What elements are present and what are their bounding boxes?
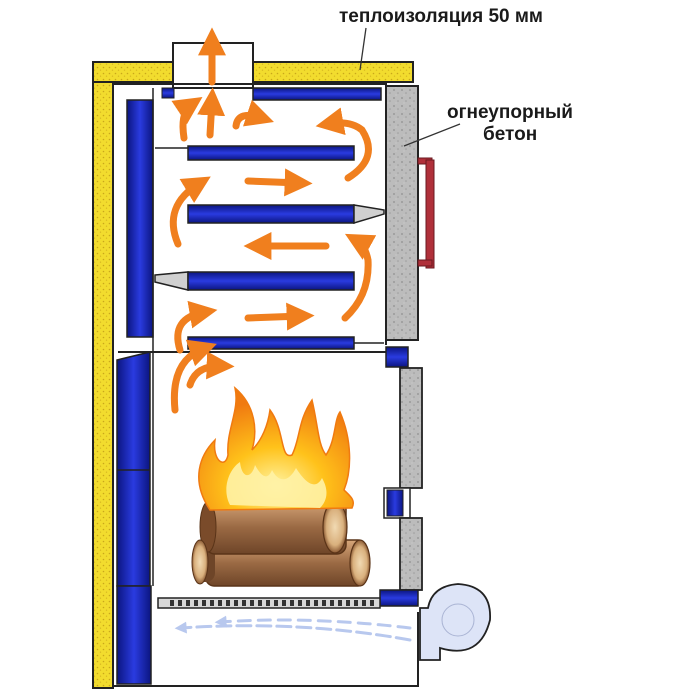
refractory-label-line1: огнеупорный bbox=[447, 102, 573, 123]
grate-bar bbox=[282, 600, 286, 606]
grate-bar bbox=[226, 600, 230, 606]
door-handle-icon[interactable] bbox=[417, 157, 435, 269]
grate-bar bbox=[306, 600, 310, 606]
grate-bar bbox=[370, 600, 374, 606]
grate-bar bbox=[338, 600, 342, 606]
baffle bbox=[187, 336, 384, 350]
heat-exchanger-baffles bbox=[154, 145, 385, 350]
air-flow-arrows bbox=[174, 615, 412, 642]
refractory-label-line2: бетон bbox=[483, 124, 538, 145]
grate-bar bbox=[274, 600, 278, 606]
ash-door[interactable] bbox=[379, 517, 423, 607]
baffle bbox=[155, 145, 355, 161]
grate-bar bbox=[218, 600, 222, 606]
grate-bar bbox=[354, 600, 358, 606]
grate-bar bbox=[186, 600, 190, 606]
grate-bar bbox=[178, 600, 182, 606]
grate-bar bbox=[170, 600, 174, 606]
water-jacket-left bbox=[116, 88, 154, 685]
fire-grate bbox=[157, 597, 381, 609]
grate-bar bbox=[202, 600, 206, 606]
grate-bar bbox=[242, 600, 246, 606]
grate-bar bbox=[266, 600, 270, 606]
label-leader-lines bbox=[359, 27, 461, 147]
grate-bar bbox=[330, 600, 334, 606]
baffle bbox=[187, 204, 385, 225]
grate-bar bbox=[234, 600, 238, 606]
blower-fan-icon bbox=[419, 583, 491, 661]
firewood-logs-icon bbox=[191, 499, 371, 587]
hot-gas-flow-arrows bbox=[169, 27, 377, 414]
baffle bbox=[154, 271, 355, 291]
refractory-concrete-panel bbox=[385, 85, 419, 341]
grate-bar bbox=[258, 600, 262, 606]
grate-bar bbox=[194, 600, 198, 606]
flame-icon bbox=[198, 385, 355, 511]
grate-bar bbox=[314, 600, 318, 606]
grate-bar bbox=[250, 600, 254, 606]
insulation-label: теплоизоляция 50 мм bbox=[339, 6, 543, 27]
grate-bar bbox=[346, 600, 350, 606]
refractory-concrete-label: огнеупорный бетон bbox=[447, 102, 573, 146]
firebox-door[interactable] bbox=[383, 367, 423, 519]
firebox-ceiling bbox=[118, 346, 409, 368]
water-jacket-top bbox=[161, 87, 382, 101]
grate-bar bbox=[290, 600, 294, 606]
grate-bar bbox=[322, 600, 326, 606]
grate-bar bbox=[210, 600, 214, 606]
grate-bar bbox=[298, 600, 302, 606]
boiler-body bbox=[112, 83, 419, 687]
grate-bar bbox=[362, 600, 366, 606]
